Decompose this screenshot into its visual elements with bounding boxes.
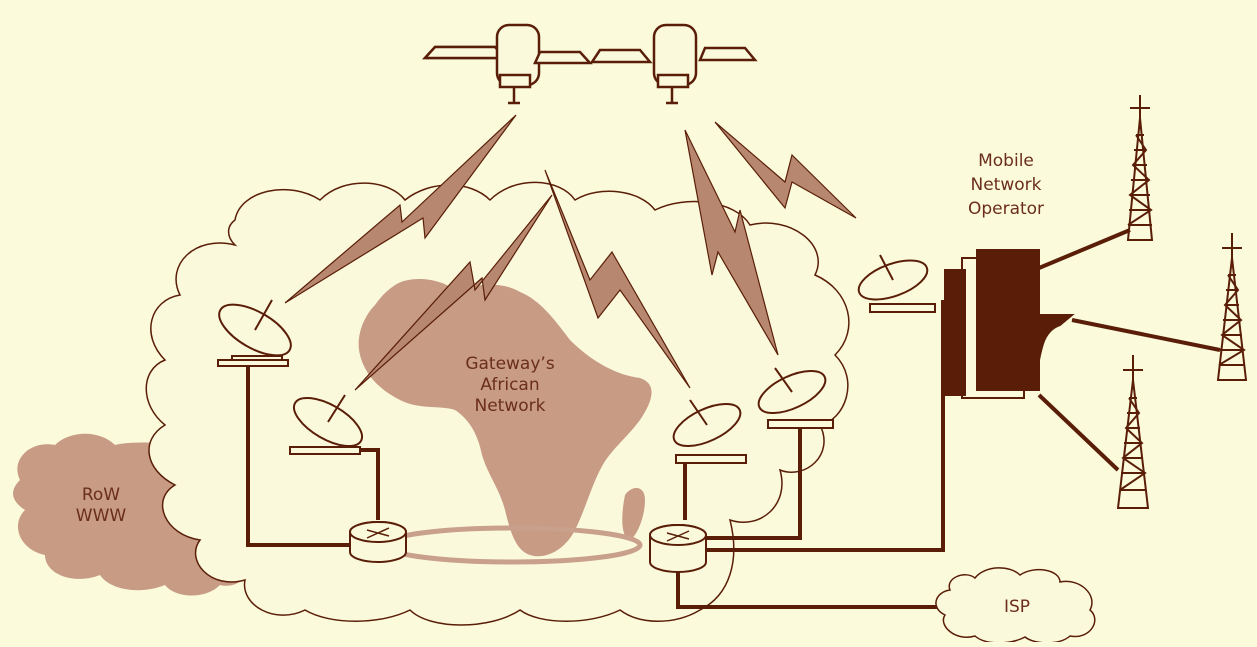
- lightning-link-icon: [714, 121, 857, 219]
- operator-label-line3: Operator: [968, 199, 1044, 219]
- cell-tower-icon: [1116, 355, 1150, 509]
- satellite-dish-icon: [672, 399, 747, 464]
- tower-links: [1037, 228, 1221, 472]
- lightning-links: [284, 114, 857, 391]
- operator-to-router-line: [705, 300, 945, 552]
- lightning-link-icon: [284, 114, 517, 304]
- satellite-dish-icon: [857, 254, 936, 313]
- lightning-link-icon: [684, 129, 779, 356]
- lightning-link-icon: [544, 169, 691, 389]
- africa-label-line2: African: [480, 375, 539, 395]
- router-icon: [349, 521, 407, 563]
- isp-cloud: [935, 567, 1096, 644]
- lightning-link-icon: [354, 194, 553, 391]
- operator-label-line2: Network: [971, 175, 1042, 195]
- cell-tower-icon: [1126, 95, 1154, 241]
- isp-line: [676, 570, 945, 609]
- router-icon: [649, 524, 707, 573]
- cell-tower-icon: [1216, 233, 1248, 381]
- operator-label-line1: Mobile: [978, 151, 1034, 171]
- isp-label: ISP: [1004, 597, 1030, 617]
- dish-to-router-line: [246, 366, 350, 547]
- switch-rack-icon: [944, 249, 1075, 399]
- connection-lines: [246, 300, 945, 609]
- satellite-icon: [422, 23, 593, 105]
- satellite-icon: [589, 23, 758, 105]
- africa-map-icon: [358, 278, 652, 557]
- dish-to-router-line: [360, 448, 380, 520]
- africa-label-line3: Network: [475, 396, 546, 416]
- africa-label-line1: Gateway’s: [465, 354, 555, 374]
- row-label-line1: RoW: [82, 485, 120, 505]
- dish-to-router-line: [705, 428, 802, 540]
- row-label-line2: WWW: [76, 506, 127, 526]
- satellite-dish-icon: [217, 299, 292, 367]
